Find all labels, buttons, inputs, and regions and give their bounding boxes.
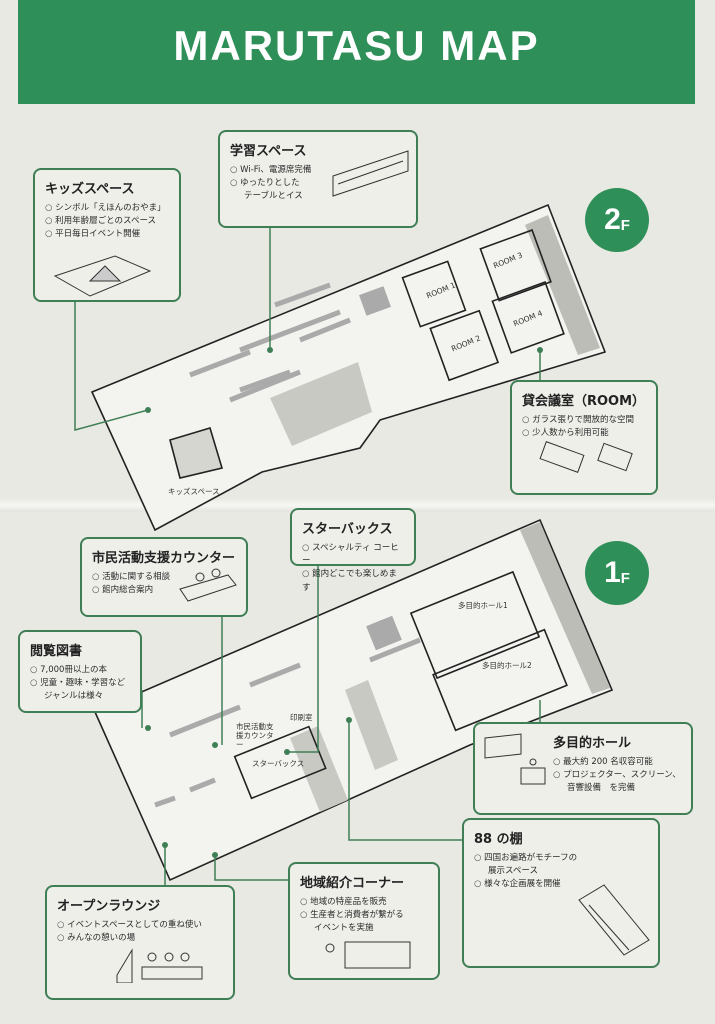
map-label-print-room: 印刷室 bbox=[290, 713, 313, 722]
callout-multipurpose-hall: 多目的ホール 最大約 200 名収容可能プロジェクター、スクリーン、音響設備 を… bbox=[473, 722, 693, 815]
callout-citizen-counter: 市民活動支援カウンター 活動に関する相談館内総合案内 bbox=[80, 537, 248, 617]
callout-item: 館内どこでも楽しめます bbox=[302, 568, 404, 594]
map-label-kids-space: キッズスペース bbox=[168, 487, 220, 496]
callout-item: Wi-Fi、電源席完備 bbox=[230, 164, 325, 177]
callout-study-space: 学習スペース Wi-Fi、電源席完備ゆったりとしたテーブルとイス bbox=[218, 130, 418, 228]
callout-item: イベントスペースとしての重ね使い bbox=[57, 919, 223, 932]
study-space-illustration bbox=[332, 150, 409, 197]
callout-item: 最大約 200 名収容可能 bbox=[553, 756, 681, 769]
floor-plan-1f bbox=[93, 518, 614, 882]
kids-space-illustration bbox=[53, 254, 152, 297]
callout-88-shelf: 88 の棚 四国お遍路がモチーフの展示スペース様々な企画展を開催 bbox=[462, 818, 660, 968]
callout-title: 地域紹介コーナー bbox=[300, 876, 405, 891]
map-title: MARUTASU MAP bbox=[173, 22, 540, 69]
callout-item: テーブルとイス bbox=[244, 191, 303, 202]
shelf-illustration bbox=[578, 884, 650, 956]
callout-item: 利用年齢層ごとのスペース bbox=[45, 215, 169, 228]
map-label-counter: 市民活動支援カウンター bbox=[236, 722, 274, 749]
callout-item: プロジェクター、スクリーン、 bbox=[553, 769, 681, 782]
callout-item: 音響設備 を完備 bbox=[567, 783, 636, 794]
callout-item: 展示スペース bbox=[488, 866, 538, 877]
hall-2 bbox=[432, 628, 568, 732]
map-label-hall-1: 多目的ホール1 bbox=[458, 601, 508, 610]
callout-title: キッズスペース bbox=[45, 182, 135, 197]
callout-title: 学習スペース bbox=[230, 144, 307, 159]
counter-illustration bbox=[179, 568, 237, 602]
callout-item: 7,000冊以上の本 bbox=[30, 664, 130, 677]
room-3 bbox=[479, 229, 552, 302]
callout-item: スペシャルティ コーヒー bbox=[302, 542, 404, 568]
room-4 bbox=[491, 281, 565, 354]
callout-item: ゆったりとした bbox=[230, 177, 325, 190]
callout-local-corner: 地域紹介コーナー 地域の特産品を販売生産者と消費者が繋がるイベントを実施 bbox=[288, 862, 440, 980]
floor-suffix: F bbox=[620, 569, 630, 587]
floor-suffix: F bbox=[620, 216, 630, 234]
callout-title: 閲覧図書 bbox=[30, 644, 83, 659]
map-label-hall-2: 多目的ホール2 bbox=[482, 661, 532, 670]
title-banner: MARUTASU MAP bbox=[18, 0, 695, 104]
hall-1 bbox=[409, 570, 541, 680]
floor-plan-2f bbox=[90, 203, 607, 532]
callout-open-lounge: オープンラウンジ イベントスペースとしての重ね使いみんなの憩いの場 bbox=[45, 885, 235, 1000]
callout-title: スターバックス bbox=[302, 522, 393, 537]
callout-title: オープンラウンジ bbox=[57, 899, 161, 914]
callout-title: 88 の棚 bbox=[474, 832, 523, 847]
callout-kids-space: キッズスペース シンボル「えほんのおやま」利用年齢層ごとのスペース平日毎日イベン… bbox=[33, 168, 181, 302]
room-1 bbox=[401, 260, 467, 328]
callout-starbucks: スターバックス スペシャルティ コーヒー館内どこでも楽しめます bbox=[290, 508, 416, 593]
callout-item: 児童・趣味・学習など bbox=[30, 677, 130, 690]
callout-title: 貸会議室（ROOM） bbox=[522, 394, 646, 409]
callout-item: 様々な企画展を開催 bbox=[474, 878, 648, 891]
callout-item: 少人数から利用可能 bbox=[522, 427, 646, 440]
callout-item: ジャンルは様々 bbox=[44, 691, 104, 702]
callout-item: イベントを実施 bbox=[314, 923, 374, 934]
callout-title: 多目的ホール bbox=[553, 736, 632, 751]
floor-number: 2 bbox=[604, 203, 621, 236]
hatched-corridor-2f bbox=[270, 362, 372, 446]
callout-item: ガラス張りで開放的な空間 bbox=[522, 414, 646, 427]
callout-item: 平日毎日イベント開催 bbox=[45, 228, 169, 241]
room-2 bbox=[429, 309, 500, 382]
callout-item: 地域の特産品を販売 bbox=[300, 896, 428, 909]
hall-illustration bbox=[484, 733, 546, 785]
local-corner-illustration bbox=[325, 941, 411, 969]
callout-meeting-rooms: 貸会議室（ROOM） ガラス張りで開放的な空間少人数から利用可能 bbox=[510, 380, 658, 495]
callout-item: みんなの憩いの場 bbox=[57, 932, 223, 945]
callout-item: 活動に関する相談 bbox=[92, 571, 236, 584]
callout-item: 生産者と消費者が繋がる bbox=[300, 909, 428, 922]
meeting-room-illustration bbox=[539, 441, 633, 474]
map-label-starbucks: スターバックス bbox=[252, 759, 305, 768]
callout-item: シンボル「えほんのおやま」 bbox=[45, 202, 169, 215]
callout-item: 四国お遍路がモチーフの bbox=[474, 852, 648, 865]
lounge-illustration bbox=[116, 948, 203, 984]
floor-number: 1 bbox=[604, 556, 621, 589]
callout-item: 館内総合案内 bbox=[92, 584, 236, 597]
callout-title: 市民活動支援カウンター bbox=[92, 551, 236, 566]
